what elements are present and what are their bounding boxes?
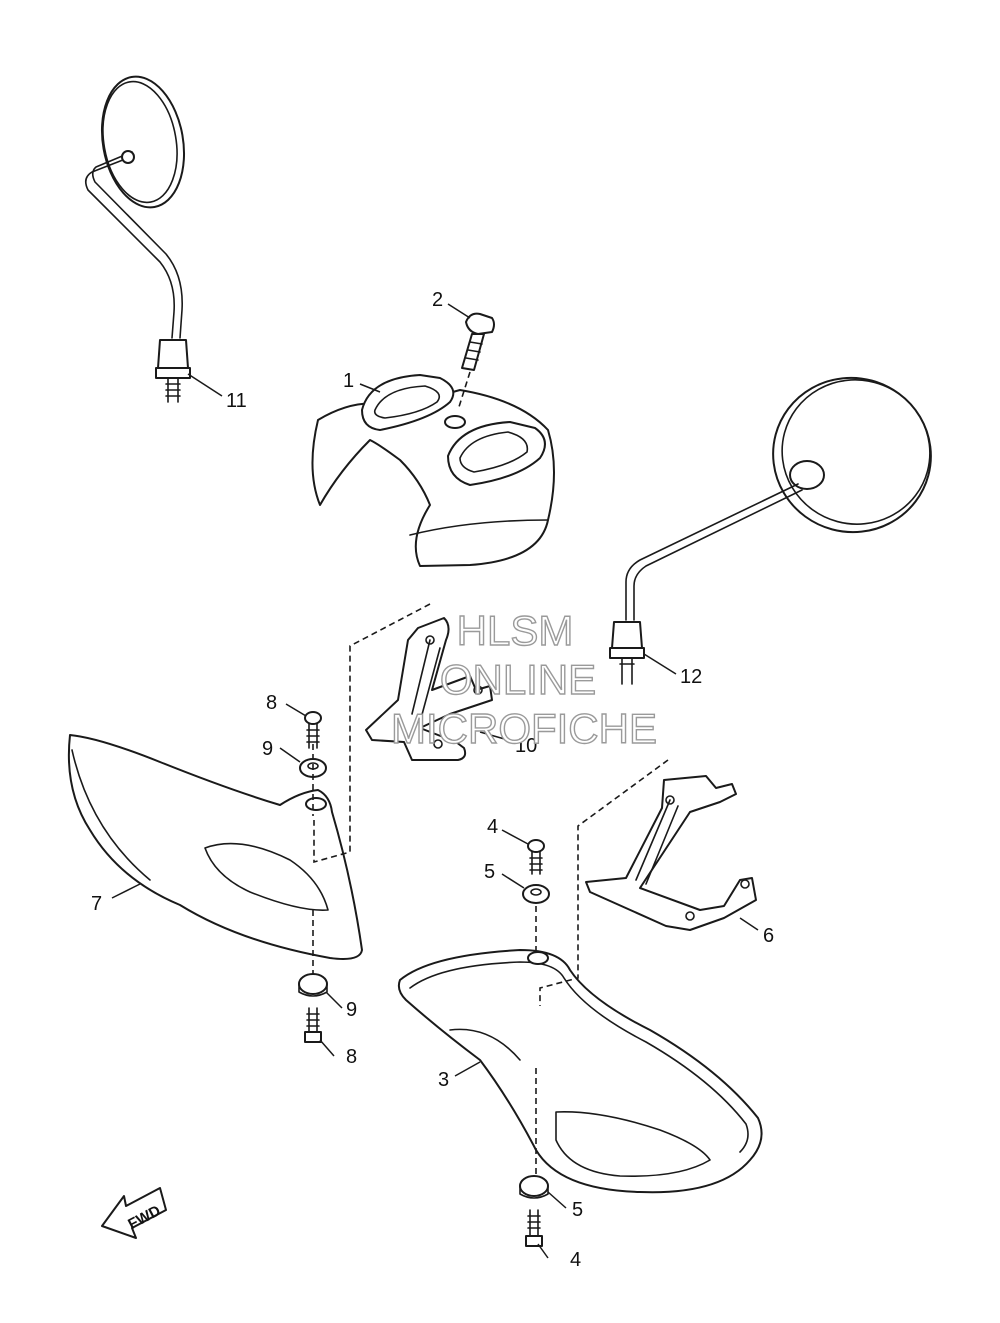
bracket-part-6[interactable]: [585, 775, 757, 931]
callout-9-upper: 9: [262, 738, 273, 760]
callout-12: 12: [680, 666, 702, 688]
left-flasher-cover-part-7[interactable]: [67, 734, 363, 960]
callout-7: 7: [91, 893, 102, 915]
screw-part-8-upper[interactable]: [304, 711, 322, 749]
callout-4-upper: 4: [487, 816, 498, 838]
callout-9-lower: 9: [346, 999, 357, 1021]
callout-labels: 1 2 3 4 4 5 5 6 7 8 8 9 9 10 11 12: [91, 289, 774, 1271]
callout-8-upper: 8: [266, 692, 277, 714]
watermark: HLSM ONLINE MICROFICHE: [390, 606, 657, 752]
watermark-line-1: HLSM: [457, 607, 574, 654]
right-mirror[interactable]: [609, 360, 948, 685]
callout-2: 2: [432, 289, 443, 311]
screw-part-8-lower[interactable]: [304, 1007, 322, 1043]
callout-5-lower: 5: [572, 1199, 583, 1221]
grommet-part-9-lower[interactable]: [298, 973, 328, 997]
callout-4-lower: 4: [570, 1249, 581, 1271]
callout-5-upper: 5: [484, 861, 495, 883]
watermark-line-3: MICROFICHE: [391, 705, 657, 752]
screw-part-4-upper[interactable]: [527, 839, 545, 875]
callout-10: 10: [515, 735, 537, 757]
right-flasher-cover-part-3[interactable]: [397, 949, 763, 1194]
callout-3: 3: [438, 1069, 449, 1091]
bracket-part-10[interactable]: [365, 617, 493, 761]
assembly-lines: [312, 371, 669, 1176]
callout-1: 1: [343, 370, 354, 392]
forward-direction-arrow: FWD: [101, 1187, 167, 1239]
leader-lines: [111, 303, 759, 1259]
callout-8-lower: 8: [346, 1046, 357, 1068]
grommet-part-5-lower[interactable]: [519, 1175, 549, 1199]
handle-cover-part-1[interactable]: [311, 374, 555, 567]
watermark-line-2: ONLINE: [440, 656, 596, 703]
callout-11: 11: [226, 390, 247, 412]
screw-part-4-lower[interactable]: [525, 1209, 543, 1247]
screw-part-2[interactable]: [461, 312, 495, 371]
callout-6: 6: [763, 925, 774, 947]
grommet-part-5-upper[interactable]: [522, 884, 550, 904]
left-mirror[interactable]: [84, 70, 194, 403]
